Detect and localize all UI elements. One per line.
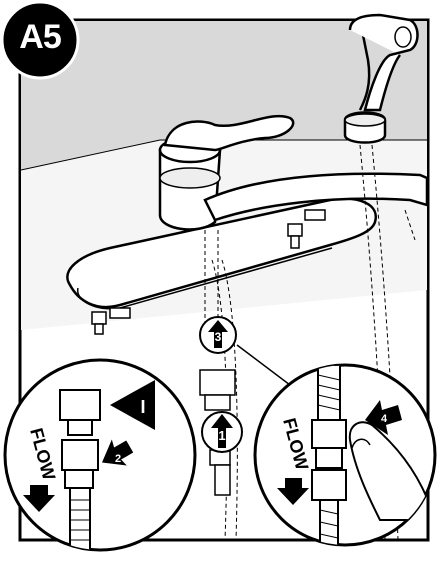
zoom-circle-left: I 2 FLOW <box>3 358 197 552</box>
callout-1: 1 <box>201 411 243 453</box>
side-spray-hose <box>358 19 371 111</box>
center-connector-stack <box>199 369 236 496</box>
svg-text:I: I <box>140 397 145 417</box>
zoom-circle-right: 4 FLOW <box>253 363 437 547</box>
callout-4-arrow <box>365 400 402 435</box>
callout-3: 3 <box>199 316 237 354</box>
wall <box>21 21 427 170</box>
step-badge <box>0 0 80 80</box>
valve-body <box>59 389 101 421</box>
flow-arrow-right <box>277 478 309 505</box>
flow-arrow-left <box>23 485 55 512</box>
callout-2-arrow <box>102 439 134 466</box>
callout-I-arrow <box>110 380 155 430</box>
faucet-lever-handle <box>163 114 295 152</box>
svg-text:2: 2 <box>115 453 121 465</box>
faucet-spout <box>203 172 429 222</box>
supply-hose <box>69 487 91 550</box>
finger <box>348 421 435 521</box>
svg-text:1: 1 <box>218 428 225 443</box>
step-badge-label: A5 <box>19 18 61 56</box>
svg-text:4: 4 <box>381 413 388 425</box>
braided-hose-upper <box>317 365 341 421</box>
svg-text:3: 3 <box>215 330 222 344</box>
quick-connect-fitting <box>311 419 347 449</box>
counter-edge <box>20 139 161 171</box>
braided-hose-lower <box>319 499 339 545</box>
coupling-nut <box>61 439 99 471</box>
supply-stubs <box>91 209 326 335</box>
